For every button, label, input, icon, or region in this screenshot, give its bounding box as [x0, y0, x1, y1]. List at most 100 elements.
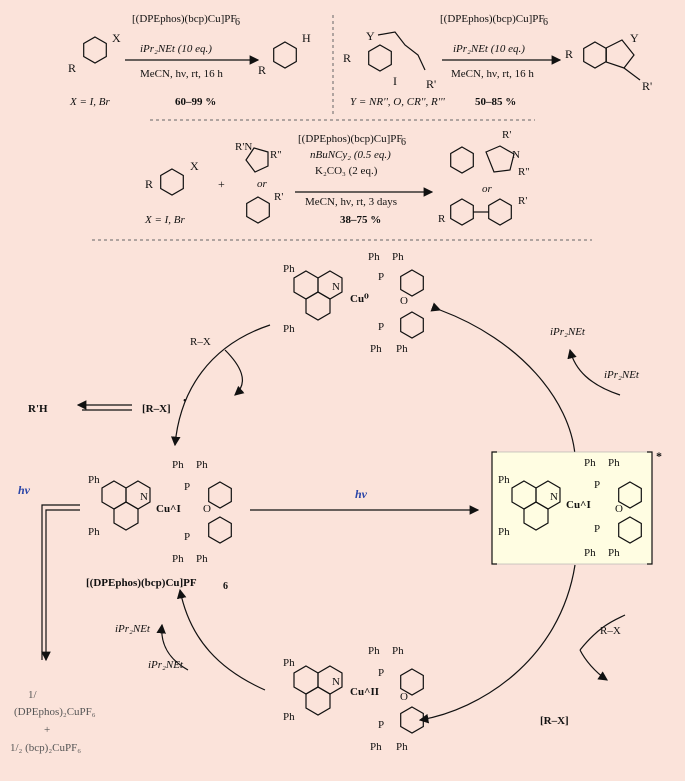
amine-left-out: iPr₂NEt — [115, 623, 151, 635]
hv-left: hν — [18, 483, 31, 497]
r1-substrate-X: X — [112, 31, 121, 45]
ph-label: Ph — [88, 474, 100, 486]
catalytic-cycle: hν Ph Ph N Cu⁰ P P Ph Ph Ph Ph O Ph Ph N… — [10, 251, 662, 754]
r2-solvent: MeCN, hν, rt, 16 h — [451, 68, 534, 80]
r3-pyrrole-Rp: R'N — [235, 141, 252, 153]
r3-substrate-R: R — [145, 177, 153, 191]
ph-label: Ph — [584, 457, 596, 469]
r3-prod1-Rpp: R'' — [518, 166, 529, 178]
p-label: P — [594, 479, 600, 491]
p-label: P — [378, 719, 384, 731]
r1-substrate-R: R — [68, 61, 76, 75]
amine-arrow-top-right — [567, 348, 621, 396]
ph-label: Ph — [396, 343, 408, 355]
amine-arrow-left — [156, 623, 189, 671]
reaction-2: R Y I R' [(DPEphos)(bcp)Cu]PF 6 iPr₂NEt … — [343, 13, 652, 108]
r3-yield: 38–75 % — [340, 214, 381, 226]
amine-top-right-out: iPr₂NEt — [550, 326, 586, 338]
n-label: N — [332, 676, 340, 688]
n-label: N — [332, 281, 340, 293]
decomp-arrow — [41, 504, 80, 660]
hv-center: hν — [355, 487, 368, 501]
r3-prod2-Rp: R' — [518, 195, 527, 207]
excited-star: * — [656, 449, 662, 463]
decomp-1: 1/ — [28, 689, 38, 701]
r3-pyrrole-Rpp: R'' — [270, 149, 281, 161]
ph-label: Ph — [608, 547, 620, 559]
ph-label: Ph — [283, 657, 295, 669]
cycle-arc-bottom-left — [176, 588, 266, 691]
n-label: N — [140, 491, 148, 503]
r2-substrate-Y: Y — [366, 29, 375, 43]
p-label: P — [594, 523, 600, 535]
ph-label: Ph — [283, 711, 295, 723]
cu1-excited-complex: * Ph Ph N Cu^I P P Ph Ph Ph Ph O — [491, 449, 662, 565]
cu0-complex: Ph Ph N Cu⁰ P P Ph Ph Ph Ph O — [283, 251, 424, 355]
r2-substrate-Rp: R' — [426, 77, 436, 91]
ph-label: Ph — [172, 459, 184, 471]
ph-label: Ph — [498, 474, 510, 486]
r1-product-H: H — [302, 31, 311, 45]
ph-label: Ph — [88, 526, 100, 538]
amine-left-in: iPr₂NEt — [148, 659, 184, 671]
o-label: O — [400, 295, 408, 307]
r3-or-2: or — [482, 183, 493, 195]
r2-yield: 50–85 % — [475, 96, 516, 108]
ph-label: Ph — [396, 741, 408, 753]
r1-catalyst: [(DPEphos)(bcp)Cu]PF — [132, 13, 237, 25]
ph-label: Ph — [283, 263, 295, 275]
amine-top-right-in: iPr₂NEt — [604, 369, 640, 381]
r3-catalyst-sub: 6 — [401, 137, 406, 148]
p-label: P — [184, 481, 190, 493]
catalyst-name-sub: 6 — [223, 581, 228, 592]
r3-benzene-Rp: R' — [274, 191, 283, 203]
radical-anion-right: [R–X] — [540, 715, 569, 727]
rx-in-arrow-top — [224, 349, 245, 396]
decomp-3: 1/₂ (bcp)₂CuPF₆ — [10, 742, 81, 754]
cu1-excited-label: Cu^I — [566, 499, 591, 511]
p-label: P — [378, 321, 384, 333]
ph-label: Ph — [584, 547, 596, 559]
o-label: O — [615, 503, 623, 515]
cu1-label: Cu^I — [156, 503, 181, 515]
rx-in-right: R–X — [600, 625, 621, 637]
r3-x-def: X = I, Br — [144, 214, 186, 226]
radical-anion-top: [R–X] — [142, 403, 171, 415]
cycle-arc-top-right — [430, 302, 576, 456]
ph-label: Ph — [172, 553, 184, 565]
r3-or-1: or — [257, 178, 268, 190]
r2-catalyst: [(DPEphos)(bcp)Cu]PF — [440, 13, 545, 25]
r1-base: iPr₂NEt (10 eq.) — [140, 43, 212, 55]
cu0-label: Cu⁰ — [350, 293, 369, 305]
r3-substrate-X: X — [190, 159, 199, 173]
r2-product-Y: Y — [630, 31, 639, 45]
r2-product-R: R — [565, 47, 573, 61]
cu2-label: Cu^II — [350, 686, 379, 698]
rh-product: R'H — [28, 403, 48, 415]
ph-label: Ph — [392, 645, 404, 657]
decomp-2: (DPEphos)₂CuPF₆ — [14, 706, 96, 718]
ph-label: Ph — [498, 526, 510, 538]
ph-label: Ph — [196, 553, 208, 565]
ph-label: Ph — [392, 251, 404, 263]
ph-label: Ph — [370, 343, 382, 355]
r3-solvent: MeCN, hν, rt, 3 days — [305, 196, 397, 208]
r3-catalyst: [(DPEphos)(bcp)Cu]PF — [298, 133, 403, 145]
r3-prod1-N: N — [512, 149, 520, 161]
p-label: P — [378, 667, 384, 679]
ph-label: Ph — [608, 457, 620, 469]
ph-label: Ph — [283, 323, 295, 335]
r1-product-R: R — [258, 63, 266, 77]
ph-label: Ph — [368, 251, 380, 263]
rx-in-arrow-right — [579, 614, 626, 651]
r2-substrate-I: I — [393, 74, 397, 88]
r3-prod2-R: R — [438, 213, 446, 225]
r3-plus: + — [218, 177, 225, 191]
radical-anion-top-dot: • — [183, 396, 187, 407]
r3-base: nBuNCy₂ (0.5 eq.) — [310, 149, 391, 161]
ph-label: Ph — [368, 645, 380, 657]
decomp-plus: + — [44, 724, 50, 736]
r1-x-def: X = I, Br — [69, 96, 111, 108]
r1-catalyst-sub: 6 — [235, 17, 240, 28]
n-label: N — [550, 491, 558, 503]
